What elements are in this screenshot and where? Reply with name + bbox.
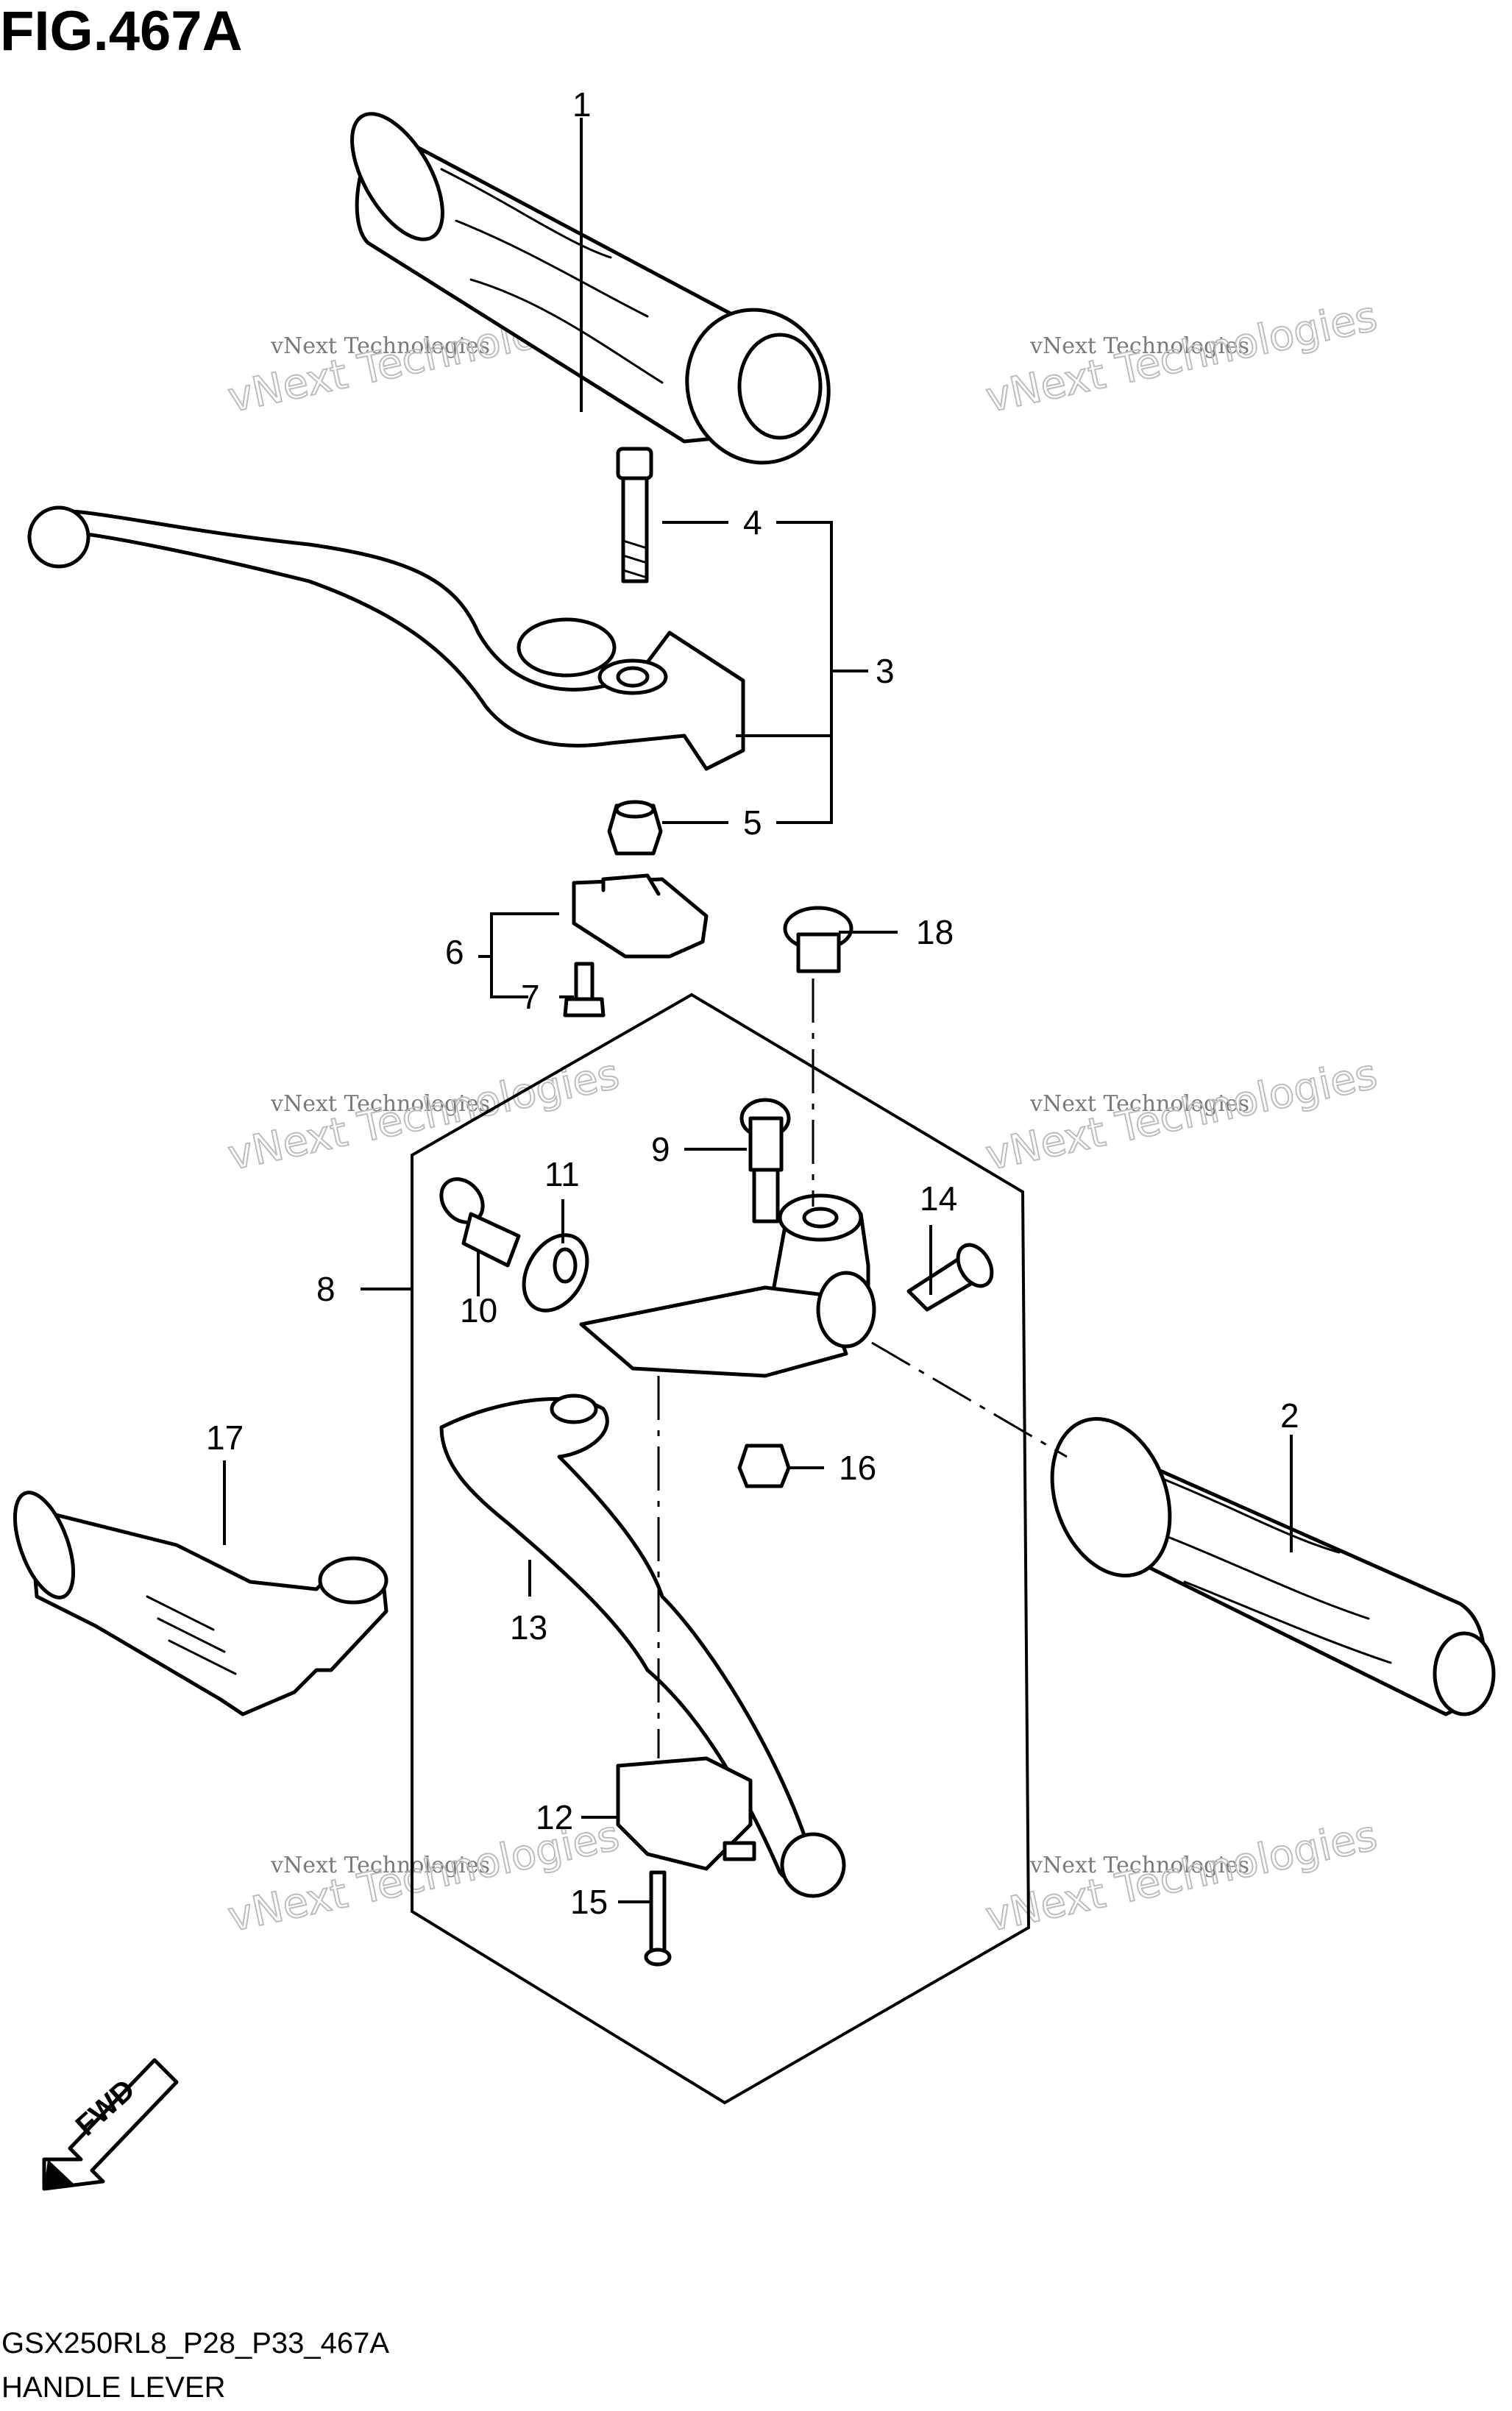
callout-8: 8 xyxy=(316,1270,336,1308)
part-clutch-lever xyxy=(439,1393,846,1898)
part-switch-12 xyxy=(616,1756,756,1871)
part-switch-6 xyxy=(572,873,709,959)
callout-12: 12 xyxy=(536,1798,573,1836)
callout-5: 5 xyxy=(743,803,762,842)
svg-text:vNext Technologies: vNext Technologies xyxy=(270,333,490,359)
callout-9: 9 xyxy=(651,1130,670,1168)
callout-1: 1 xyxy=(572,85,592,124)
assembly-8-outline xyxy=(411,993,1031,2105)
part-bolt-10 xyxy=(439,1177,521,1268)
part-nut-5 xyxy=(607,800,663,856)
diagram-code: GSX250RL8_P28_P33_467A xyxy=(1,2327,389,2359)
part-front-lever xyxy=(27,505,745,771)
callout-18: 18 xyxy=(916,913,954,951)
part-lever-cover xyxy=(13,1491,388,1716)
fwd-arrow-icon: FWD xyxy=(42,2058,179,2191)
svg-text:vNext Technologies: vNext Technologies xyxy=(1029,1091,1249,1117)
part-bolt-4 xyxy=(616,447,653,583)
watermark-bottom-right: vNext Technologies vNext Technologies xyxy=(981,1811,1382,1942)
svg-text:vNext Technologies: vNext Technologies xyxy=(1029,333,1249,359)
part-screw-7 xyxy=(563,962,606,1018)
callout-17: 17 xyxy=(206,1418,244,1457)
part-lever-holder xyxy=(579,1193,876,1378)
callout-6: 6 xyxy=(445,933,464,971)
callout-10: 10 xyxy=(460,1291,497,1329)
svg-text:vNext Technologies: vNext Technologies xyxy=(1029,1853,1249,1878)
part-cap-18 xyxy=(783,906,853,973)
diagram-name: HANDLE LEVER xyxy=(1,2371,226,2404)
watermark-mid-right: vNext Technologies vNext Technologies xyxy=(981,1050,1382,1181)
centerline xyxy=(871,1341,1068,1458)
figure-title: FIG.467A xyxy=(0,0,242,63)
part-nut-16 xyxy=(737,1444,791,1488)
part-grip-left xyxy=(350,112,831,465)
leader-lines xyxy=(223,118,1293,1903)
part-screw-15 xyxy=(644,1870,672,1967)
svg-text:vNext Technologies: vNext Technologies xyxy=(270,1853,490,1878)
callout-7: 7 xyxy=(521,978,540,1016)
callout-15: 15 xyxy=(570,1883,608,1921)
callout-3: 3 xyxy=(876,652,895,690)
watermark-top-right: vNext Technologies vNext Technologies xyxy=(981,292,1382,423)
callout-2: 2 xyxy=(1280,1396,1299,1435)
svg-text:vNext Technologies: vNext Technologies xyxy=(270,1091,490,1117)
callout-4: 4 xyxy=(743,503,762,542)
callout-11: 11 xyxy=(544,1155,580,1193)
part-screw-14 xyxy=(906,1243,994,1312)
callout-13: 13 xyxy=(510,1608,547,1647)
callout-14: 14 xyxy=(920,1179,957,1218)
part-bolt-9 xyxy=(739,1098,791,1224)
part-grip-right xyxy=(1050,1416,1496,1716)
callout-16: 16 xyxy=(839,1449,876,1487)
part-washer-11 xyxy=(522,1233,589,1313)
